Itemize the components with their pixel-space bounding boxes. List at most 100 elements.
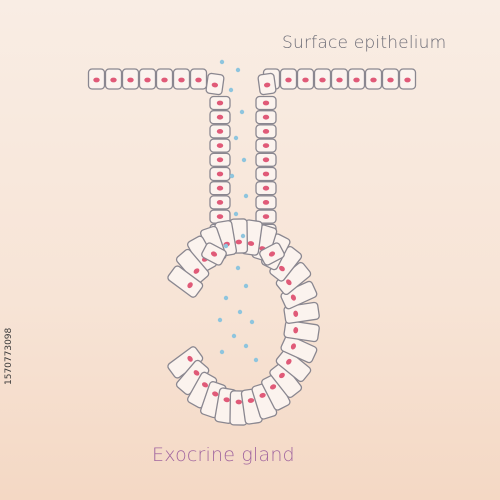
secretion-droplet bbox=[217, 317, 223, 323]
nucleus bbox=[286, 358, 292, 365]
nucleus bbox=[211, 82, 219, 88]
secretion-droplet bbox=[237, 309, 243, 315]
secretion-droplet bbox=[243, 193, 249, 199]
nucleus bbox=[262, 100, 270, 106]
surface-cell bbox=[121, 68, 140, 90]
secretion-droplet bbox=[233, 135, 239, 141]
surface-epithelium-label: Surface epithelium bbox=[282, 33, 447, 53]
nucleus bbox=[259, 392, 266, 398]
secretory-cell bbox=[283, 320, 320, 343]
surface-cell bbox=[87, 68, 106, 90]
duct-cell-left bbox=[209, 95, 231, 111]
nucleus bbox=[216, 129, 224, 134]
surface-cell bbox=[296, 68, 315, 90]
nucleus bbox=[187, 355, 193, 362]
secretion-droplet bbox=[253, 357, 259, 363]
nucleus bbox=[216, 114, 224, 120]
duct-cell-right bbox=[255, 110, 277, 125]
nucleus bbox=[302, 77, 309, 83]
surface-cell bbox=[257, 72, 277, 96]
nucleus bbox=[195, 77, 202, 83]
secretion-droplet bbox=[223, 295, 229, 301]
nucleus bbox=[216, 185, 224, 191]
duct-cell-right bbox=[255, 124, 277, 139]
nucleus bbox=[93, 77, 100, 83]
duct-cell-right bbox=[255, 152, 277, 167]
nucleus bbox=[279, 265, 285, 272]
duct-cell-left bbox=[209, 209, 231, 224]
secretion-droplet bbox=[228, 87, 234, 93]
duct-cell-left bbox=[209, 124, 231, 139]
nucleus bbox=[212, 391, 219, 397]
nucleus bbox=[193, 370, 200, 376]
nucleus bbox=[290, 343, 296, 350]
surface-cell bbox=[172, 68, 191, 90]
secretory-cell bbox=[259, 242, 285, 266]
secretion-droplet bbox=[235, 265, 241, 271]
duct-cell-left bbox=[209, 181, 231, 196]
duct-cell-left bbox=[209, 152, 231, 167]
nucleus bbox=[247, 398, 255, 403]
nucleus bbox=[262, 114, 270, 120]
surface-cell bbox=[313, 68, 332, 90]
nucleus bbox=[319, 77, 326, 83]
nucleus bbox=[262, 129, 270, 134]
nucleus bbox=[293, 327, 299, 334]
surface-cell bbox=[398, 68, 417, 90]
secretion-droplet bbox=[223, 243, 229, 249]
secretion-droplet bbox=[249, 319, 255, 325]
nucleus bbox=[270, 384, 277, 390]
secretion-droplet bbox=[235, 67, 241, 73]
secretion-droplet bbox=[243, 343, 249, 349]
duct-cell-right bbox=[255, 209, 277, 224]
nucleus bbox=[210, 251, 218, 257]
nucleus bbox=[286, 279, 292, 286]
surface-cell bbox=[155, 68, 174, 90]
nucleus bbox=[262, 200, 270, 205]
nucleus bbox=[370, 77, 377, 83]
nucleus bbox=[262, 143, 270, 148]
secretory-cells bbox=[167, 218, 320, 426]
nucleus bbox=[336, 77, 343, 83]
nucleus bbox=[144, 77, 151, 83]
surface-cell bbox=[104, 68, 123, 90]
nucleus bbox=[387, 77, 394, 83]
duct-cell-left bbox=[209, 138, 231, 153]
secretory-cell bbox=[280, 334, 318, 364]
nucleus bbox=[216, 200, 224, 205]
nucleus bbox=[216, 214, 224, 219]
nucleus bbox=[263, 82, 271, 88]
surface-cell bbox=[189, 68, 208, 90]
secretion-droplet bbox=[241, 157, 247, 163]
nucleus bbox=[127, 77, 134, 83]
nucleus bbox=[235, 239, 242, 245]
nucleus bbox=[285, 77, 292, 83]
exocrine-gland-label: Exocrine gland bbox=[152, 444, 295, 466]
secretion-droplet bbox=[243, 283, 249, 289]
surface-cell bbox=[381, 68, 400, 90]
secretion-droplets bbox=[217, 59, 259, 363]
duct-cell-right bbox=[255, 166, 277, 182]
nucleus bbox=[216, 100, 224, 106]
secretion-droplet bbox=[233, 211, 239, 217]
nucleus bbox=[161, 77, 168, 83]
duct-cell-right bbox=[255, 181, 277, 196]
duct-cells bbox=[209, 95, 277, 238]
nucleus bbox=[279, 372, 285, 379]
nucleus bbox=[187, 282, 193, 289]
nucleus bbox=[404, 77, 411, 83]
nucleus bbox=[262, 171, 270, 177]
secretion-droplet bbox=[229, 173, 235, 179]
nucleus bbox=[290, 294, 296, 301]
secretory-cell bbox=[167, 265, 204, 298]
secretion-droplet bbox=[219, 349, 225, 355]
nucleus bbox=[262, 185, 270, 191]
nucleus bbox=[216, 143, 224, 148]
nucleus bbox=[353, 77, 360, 83]
nucleus bbox=[201, 382, 209, 388]
nucleus bbox=[235, 399, 242, 405]
secretion-droplet bbox=[219, 59, 225, 65]
duct-cell-right bbox=[255, 138, 277, 153]
stock-id-text: 1570773098 bbox=[4, 327, 14, 385]
